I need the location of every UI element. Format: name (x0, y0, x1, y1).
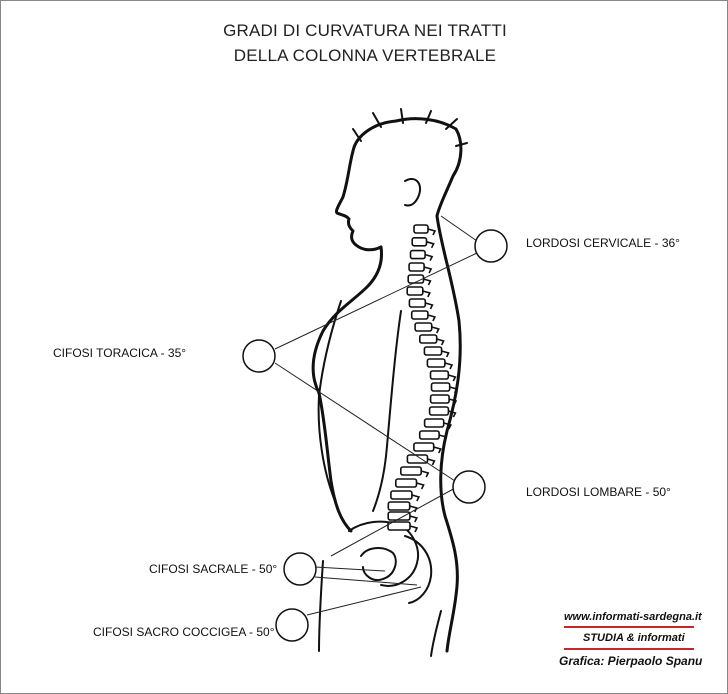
belly (317, 391, 353, 533)
spinous-process (420, 470, 430, 478)
spinous-process (423, 266, 433, 274)
spinous-process (448, 374, 457, 382)
front-neck (311, 245, 383, 395)
vertebra (409, 249, 426, 260)
hair-strands (352, 108, 468, 147)
arm-back (372, 310, 402, 512)
vertebra (408, 262, 425, 272)
marker-cifosi-sacrale (283, 552, 317, 586)
vertebra (414, 322, 433, 332)
spinous-process (436, 338, 445, 346)
marker-lordosi-cervicale (474, 229, 508, 263)
vertebra (387, 501, 411, 511)
label-cifosi-sacro-coccigea: CIFOSI SACRO COCCIGEA - 50° (93, 625, 275, 639)
spinous-process (424, 253, 434, 261)
spinous-process (409, 515, 418, 523)
spinous-process (449, 386, 458, 394)
vertebral-column (387, 224, 458, 533)
arm-front (317, 300, 342, 502)
spinous-process (443, 422, 452, 430)
vertebra (413, 224, 429, 234)
vertebra (399, 466, 422, 476)
leg-front (318, 560, 324, 652)
credit-website: www.informati-sardegna.it (564, 611, 702, 623)
label-lordosi-lombare: LORDOSI LOMBARE - 50° (526, 485, 671, 499)
spinous-process (448, 410, 457, 418)
marker-cifosi-toracica (242, 339, 276, 373)
vertebra (390, 490, 413, 500)
vertebra (406, 286, 424, 296)
vertebra (429, 370, 450, 380)
title-line-2: DELLA COLONNA VERTEBRALE (233, 46, 497, 65)
vertebra (428, 406, 450, 416)
pelvis (348, 520, 419, 587)
spinous-process (423, 278, 432, 286)
vertebra (429, 394, 450, 404)
credit-divider-1 (564, 626, 694, 628)
leader-line-sacral-b (314, 576, 418, 586)
label-lordosi-cervicale: LORDOSI CERVICALE - 36° (526, 236, 680, 250)
leader-line-cervical-b (274, 252, 478, 350)
face-profile (335, 149, 383, 252)
spinous-process (433, 446, 442, 454)
sacrum (404, 535, 433, 604)
spinous-process (431, 326, 440, 334)
credit-author: Grafica: Pierpaolo Spanu (559, 654, 703, 668)
marker-cifosi-sacro-coccigea (275, 608, 309, 642)
spinous-process (411, 494, 421, 502)
credit-slogan: STUDIA & informati (583, 632, 685, 644)
ear (404, 177, 421, 207)
vertebra (418, 430, 440, 440)
leader-line-thoracic (274, 362, 456, 482)
title-line-1: GRADI DI CURVATURA NEI TRATTI (223, 21, 507, 40)
vertebra (408, 298, 427, 308)
leader-line-lumbar-a (330, 486, 458, 557)
leader-line-sacral-a (314, 566, 386, 572)
spinous-process (427, 314, 437, 322)
credit-divider-2 (564, 648, 694, 650)
spinous-process (427, 228, 437, 236)
vertebra (423, 346, 443, 356)
spinous-process (438, 434, 448, 442)
vertebra (411, 237, 428, 247)
spinous-process (422, 290, 431, 298)
spinous-process (409, 525, 419, 533)
spinous-process (441, 350, 450, 358)
leader-line-cervical-a (440, 215, 478, 242)
marker-lordosi-lombare (452, 470, 486, 504)
vertebra (410, 310, 429, 320)
vertebra (423, 418, 445, 428)
vertebra (418, 334, 438, 344)
vertebra (430, 382, 451, 392)
head-outline (351, 117, 463, 218)
vertebra (413, 442, 435, 452)
label-cifosi-toracica: CIFOSI TORACICA - 35° (53, 346, 187, 360)
spinous-process (409, 505, 418, 513)
spinous-process (444, 362, 454, 370)
spinous-process (425, 302, 434, 310)
spinous-process (416, 482, 425, 490)
spinous-process (448, 398, 458, 406)
pelvis-inner (360, 547, 397, 581)
spinous-process (426, 241, 435, 249)
spinous-process (427, 458, 436, 466)
leg-back (430, 610, 442, 657)
label-cifosi-sacrale: CIFOSI SACRALE - 50° (149, 562, 278, 576)
back-outline (435, 214, 462, 653)
leader-line-coccyx (306, 586, 422, 616)
vertebra (426, 358, 446, 368)
vertebra (394, 478, 418, 488)
